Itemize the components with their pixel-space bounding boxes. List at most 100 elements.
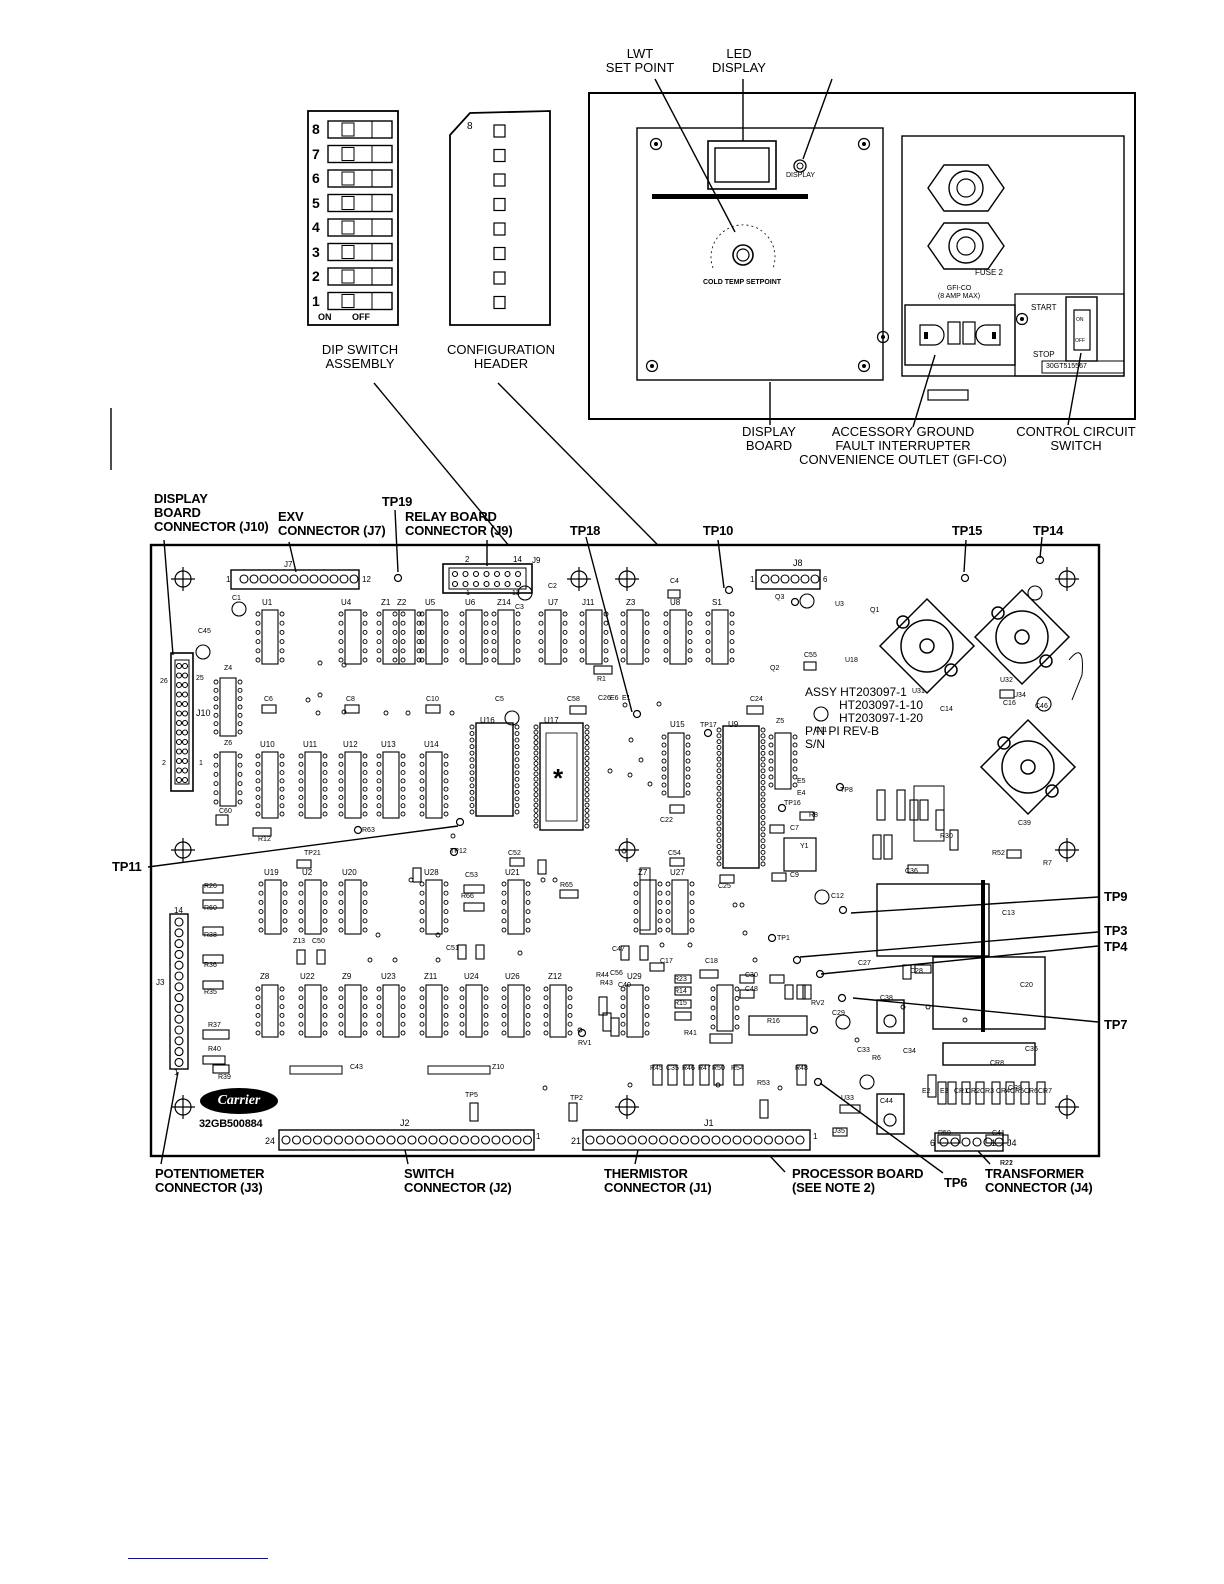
ic-pin [663, 611, 669, 617]
ic-pin [443, 881, 449, 887]
ic-pin [620, 611, 626, 617]
ic-pin [298, 1004, 304, 1010]
ic-pin [400, 803, 406, 809]
silk-j7-pin: 1 [226, 575, 231, 584]
dip-switch-slot [327, 193, 393, 213]
silk-misc: U33 [841, 1095, 854, 1102]
connector-pin [800, 574, 810, 584]
ic-pin [298, 803, 304, 809]
component [669, 857, 685, 867]
silk-u-mid: U9 [728, 720, 739, 729]
ic-pin [338, 761, 344, 767]
silk-j2-pin: 1 [536, 1132, 541, 1141]
silk-misc: C51 [446, 945, 459, 952]
ic-pin [362, 761, 368, 767]
ic-chip [626, 609, 644, 665]
silk-u-top: Z3 [626, 598, 636, 607]
connector-pin [181, 748, 189, 755]
ic-pin [661, 742, 667, 748]
silk-misc: C34 [903, 1048, 916, 1055]
ic-pin [689, 899, 695, 905]
ic-pin [514, 789, 520, 795]
ic-pin [644, 1012, 650, 1018]
silk-misc: C3 [515, 604, 524, 611]
component [733, 1064, 744, 1086]
ic-pin [665, 918, 671, 924]
test-point [449, 847, 459, 857]
ic-pin [419, 811, 425, 817]
component [796, 1064, 807, 1086]
silk-misc: R36 [204, 962, 217, 969]
connector-j2 [278, 1129, 535, 1151]
connector-pin [606, 1135, 616, 1145]
connector-pin [386, 1135, 396, 1145]
ic-pin [603, 639, 609, 645]
component [649, 962, 665, 972]
ic-pin [760, 803, 766, 809]
silk-misc: R26 [204, 883, 217, 890]
connector-pin [249, 574, 259, 584]
ic-pin [501, 995, 507, 1001]
label-tp7: TP7 [1104, 1017, 1128, 1032]
ic-pin [282, 890, 288, 896]
connector-pin [428, 1135, 438, 1145]
ic-pin [729, 611, 735, 617]
ic-pin [760, 745, 766, 750]
header-pin [493, 271, 506, 285]
ic-pin [760, 838, 766, 844]
ic-pin [543, 1004, 549, 1010]
silk-misc: U34 [1013, 692, 1026, 699]
ic-pin [392, 611, 398, 617]
ic-pin [338, 881, 344, 887]
test-point [393, 573, 403, 583]
component [202, 884, 224, 894]
ic-pin [705, 629, 711, 635]
ic-chip [382, 751, 400, 819]
ic-pin [620, 995, 626, 1001]
ic-pin [419, 794, 425, 800]
ic-pin [716, 756, 722, 762]
connector-pin [174, 982, 184, 992]
silk-misc: E4 [797, 790, 806, 797]
component [639, 945, 649, 961]
ic-pin [533, 797, 539, 803]
capacitor [504, 710, 520, 726]
ic-pin [734, 1015, 740, 1020]
silk-j10-pin: 25 [196, 675, 204, 682]
test-point [632, 709, 642, 719]
ic-pin [567, 1021, 573, 1027]
ic-pin [469, 737, 475, 743]
silk-misc: C4 [670, 578, 679, 585]
ic-pin [213, 712, 219, 718]
ic-pin [376, 639, 382, 645]
ic-pin [483, 995, 489, 1001]
ic-pin [419, 909, 425, 915]
silk-u-mid: U15 [670, 720, 685, 729]
silk-misc: C56 [610, 970, 623, 977]
ic-pin [258, 890, 264, 896]
ic-pin [533, 807, 539, 813]
ic-pin [562, 639, 568, 645]
silk-misc: R21 [1000, 1160, 1013, 1167]
silk-u-top: U1 [262, 598, 273, 607]
ic-pin [443, 786, 449, 792]
ic-pin [400, 629, 406, 635]
connector-pin [181, 729, 189, 736]
ic-pin [443, 657, 449, 663]
ic-pin [237, 762, 243, 768]
ic-pin [282, 918, 288, 924]
ic-pin [298, 1021, 304, 1027]
ic-pin [665, 899, 671, 905]
ic-pin [567, 995, 573, 1001]
silk-misc: R37 [208, 1022, 221, 1029]
ic-pin [298, 1030, 304, 1036]
ic-pin [237, 704, 243, 710]
silk-misc: U18 [845, 657, 858, 664]
component [713, 1064, 724, 1086]
component [509, 857, 525, 867]
dip-switch-toggle [341, 269, 355, 284]
ic-pin [579, 629, 585, 635]
ic-pin [255, 995, 261, 1001]
connector-pin [774, 1135, 784, 1145]
